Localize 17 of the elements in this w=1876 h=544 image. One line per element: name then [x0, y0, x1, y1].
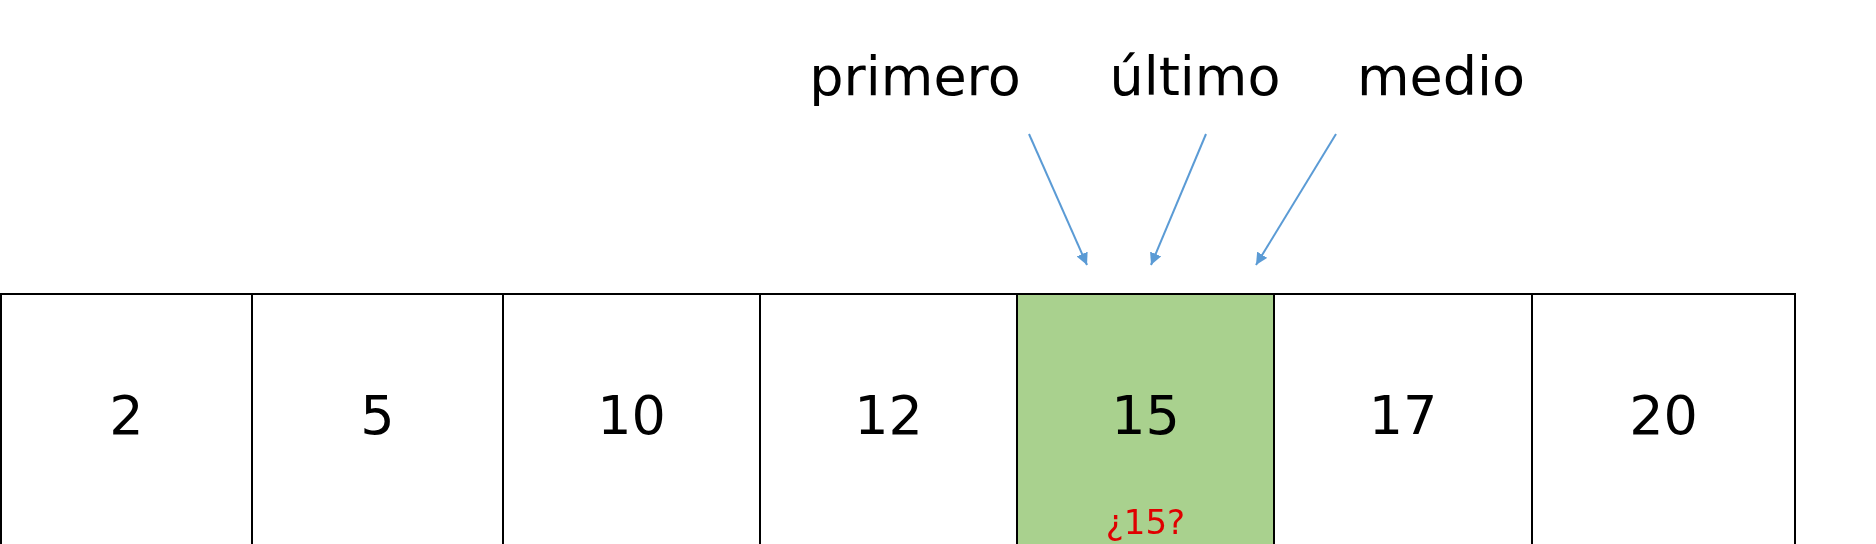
search-target-text: ¿15? [1105, 505, 1186, 539]
cell-value: 17 [1368, 389, 1438, 443]
pointer-label: medio [1336, 50, 1546, 110]
cell-value: 2 [109, 389, 144, 443]
cell-value: 15 [1111, 389, 1180, 443]
array-cell [0, 293, 253, 544]
arrow [1028, 133, 1088, 266]
cell-value: 5 [360, 389, 395, 443]
array-cell [1531, 293, 1796, 544]
cell-value: 20 [1629, 389, 1698, 443]
pointer-label: último [1085, 50, 1305, 110]
arrow [1150, 133, 1207, 266]
highlighted-array-cell [1016, 293, 1275, 544]
cell-value: 10 [597, 389, 666, 443]
arrow [1255, 133, 1337, 266]
pointer-label: primero [785, 50, 1045, 110]
cell-value: 12 [854, 389, 923, 443]
